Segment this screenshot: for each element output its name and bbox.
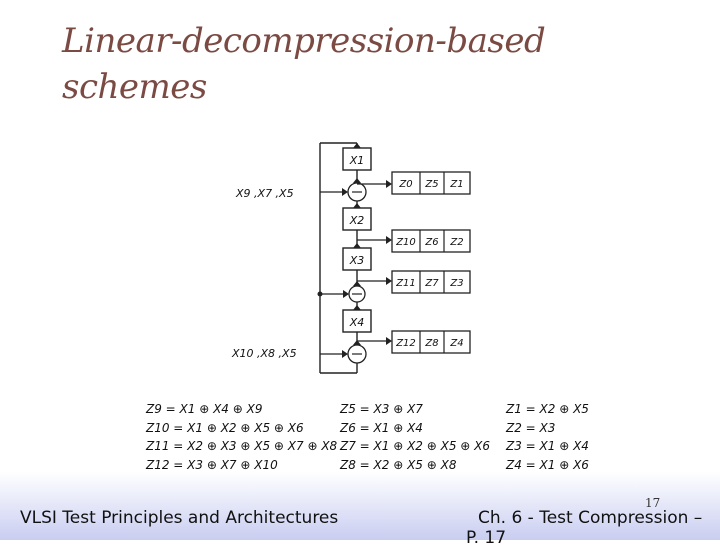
- equation: Z1 = X2 ⊕ X5: [506, 402, 589, 416]
- cell-x1: [342, 147, 372, 171]
- z-label: Z6: [424, 237, 438, 248]
- equation-column-3: Z1 = X2 ⊕ X5 Z2 = X3 Z3 = X1 ⊕ X4 Z4 = X…: [506, 400, 589, 474]
- slide-title-line-1: Linear-decompression-based: [62, 21, 546, 61]
- equation: Z6 = X1 ⊕ X4: [340, 420, 423, 435]
- z-label: Z8: [424, 338, 438, 349]
- z-row-2: [391, 229, 471, 253]
- equation: Z4 = X1 ⊕ X6: [506, 457, 589, 472]
- cell-label-x3: X3: [349, 254, 365, 267]
- z-label: Z0: [398, 179, 412, 190]
- z-label: Z1: [449, 179, 463, 190]
- footer-chapter-page: P. 17: [466, 528, 507, 548]
- z-label: Z11: [395, 278, 416, 289]
- z-label: Z4: [449, 338, 463, 349]
- equation: Z3 = X1 ⊕ X4: [506, 439, 589, 453]
- cell-x2: [342, 207, 372, 231]
- cell-x4: [342, 309, 372, 333]
- footer-chapter: Ch. 6 - Test Compression –: [478, 508, 703, 528]
- z-row-1: [391, 171, 471, 195]
- z-row-4: [391, 330, 471, 354]
- equation: Z9 = X1 ⊕ X4 ⊕ X9: [146, 402, 263, 416]
- z-label: Z10: [395, 237, 416, 248]
- xor-input-label-1: X9 ,X7 ,X5: [235, 187, 294, 200]
- equation: Z5 = X3 ⊕ X7: [340, 402, 423, 416]
- equation: Z10 = X1 ⊕ X2 ⊕ X5 ⊕ X6: [146, 420, 304, 435]
- cell-label-x4: X4: [349, 316, 365, 329]
- decompressor-diagram: X1 X2 X3 X4 X9 ,X7 ,X5 X10 ,X8 ,X5: [231, 142, 471, 374]
- equation: Z11 = X2 ⊕ X3 ⊕ X5 ⊕ X7 ⊕ X8: [146, 439, 338, 453]
- equation: Z2 = X3: [506, 420, 556, 435]
- xor-input-label-2: X10 ,X8 ,X5: [231, 347, 297, 360]
- slide-title: Linear-decompression-based schemes: [62, 18, 662, 110]
- z-label: Z12: [395, 338, 416, 349]
- z-label: Z2: [449, 237, 463, 248]
- cell-label-x1: X1: [349, 154, 365, 167]
- slide-title-line-2: schemes: [62, 67, 207, 107]
- equation: Z7 = X1 ⊕ X2 ⊕ X5 ⊕ X6: [340, 439, 491, 453]
- footer-band: [0, 472, 720, 540]
- equation-column-2: Z5 = X3 ⊕ X7 Z6 = X1 ⊕ X4 Z7 = X1 ⊕ X2 ⊕…: [340, 400, 490, 474]
- cell-x3: [342, 247, 372, 271]
- footer-course-title: VLSI Test Principles and Architectures: [20, 508, 339, 528]
- page-number: 17: [645, 496, 661, 510]
- equation-column-1: Z9 = X1 ⊕ X4 ⊕ X9 Z10 = X1 ⊕ X2 ⊕ X5 ⊕ X…: [146, 400, 337, 474]
- z-label: Z3: [449, 278, 463, 289]
- equation: Z12 = X3 ⊕ X7 ⊕ X10: [146, 457, 278, 472]
- z-label: Z5: [424, 179, 438, 190]
- z-label: Z7: [424, 278, 439, 289]
- equation: Z8 = X2 ⊕ X5 ⊕ X8: [340, 457, 457, 472]
- z-row-3: [391, 270, 471, 294]
- cell-label-x2: X2: [349, 214, 365, 227]
